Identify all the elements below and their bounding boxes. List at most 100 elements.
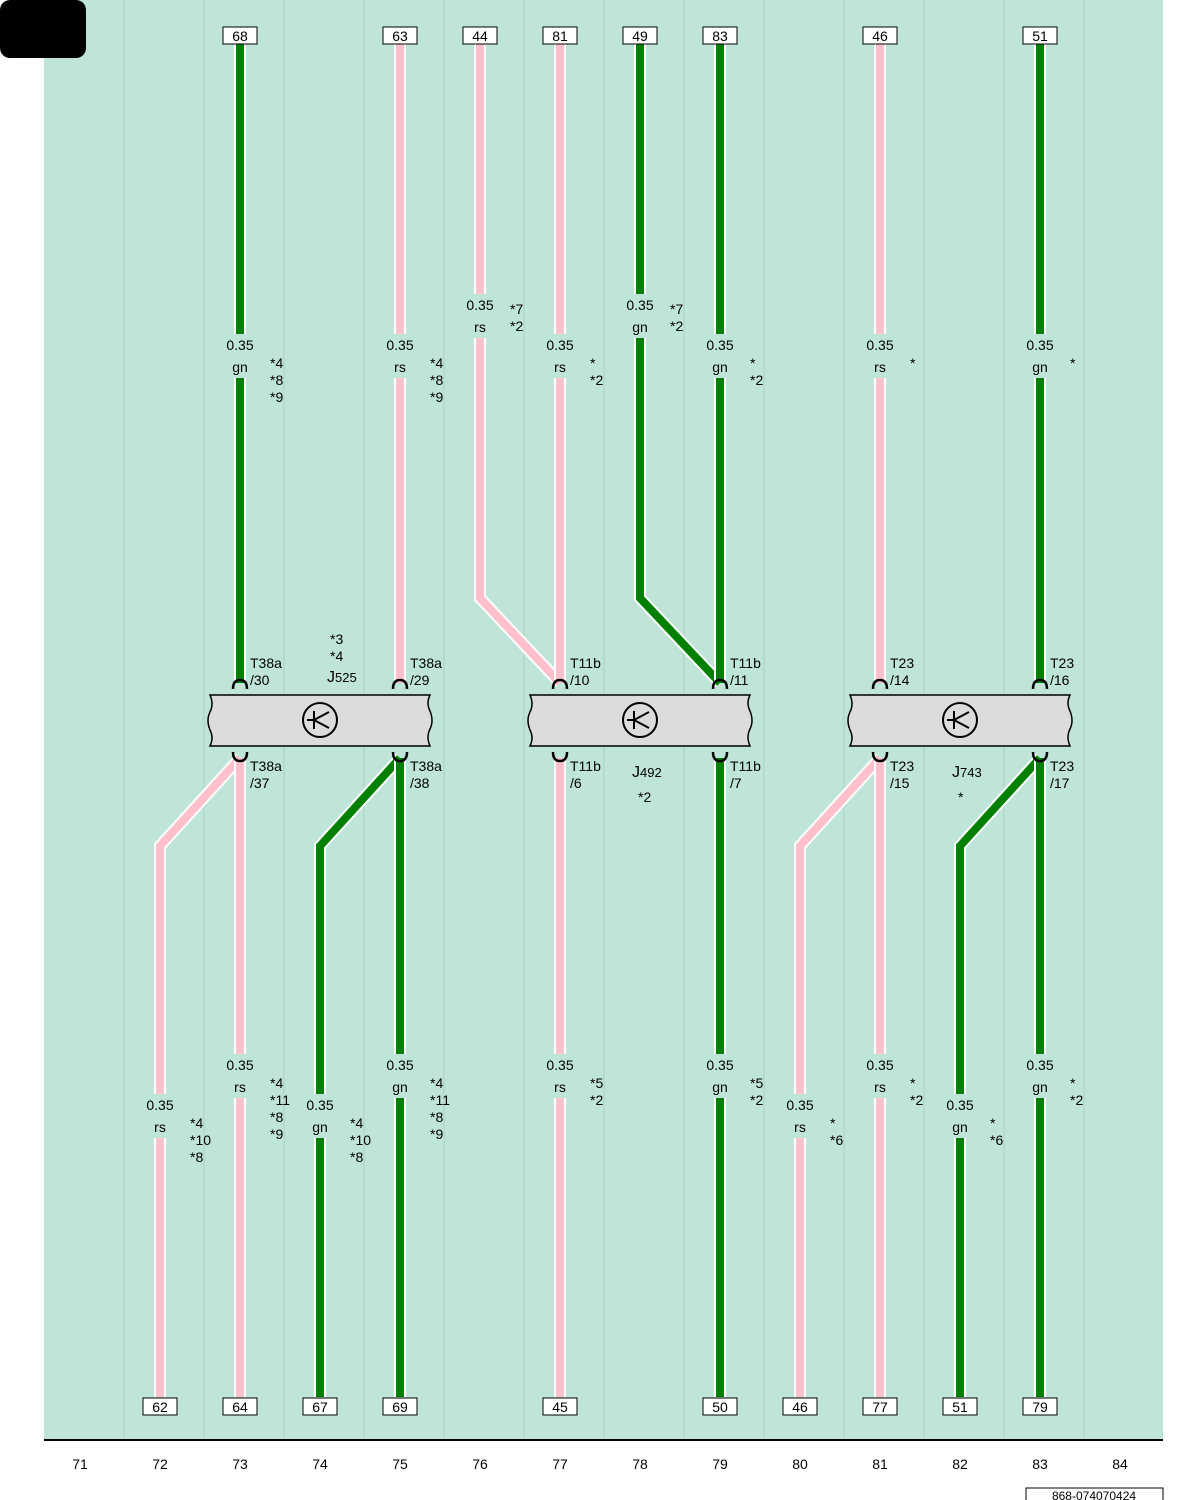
- top-ref-box: 81: [542, 26, 578, 45]
- connector-name: T11b: [570, 655, 601, 671]
- wire-label-gap: [942, 1094, 978, 1138]
- wire-size: 0.35: [146, 1097, 173, 1113]
- pin-number: /14: [890, 672, 910, 688]
- ref-number: 77: [872, 1399, 888, 1415]
- ref-box-frame: [702, 26, 738, 45]
- wire-rs: [474, 44, 565, 688]
- column-number: 74: [312, 1456, 328, 1472]
- column-number: 77: [552, 1456, 568, 1472]
- transistor-emitter: [633, 719, 650, 729]
- wire-size: 0.35: [786, 1097, 813, 1113]
- ref-box-frame: [862, 1397, 898, 1416]
- wire-label-gap: [382, 334, 418, 378]
- wire-color-code: gn: [232, 359, 248, 375]
- wire-color-code: gn: [632, 319, 648, 335]
- wire-color-code: gn: [1032, 359, 1048, 375]
- component-letter: J: [632, 764, 640, 781]
- wire-note: *8: [430, 1109, 443, 1125]
- column-number: 78: [632, 1456, 648, 1472]
- wire-rs: [154, 753, 245, 1397]
- ref-box-frame: [462, 26, 498, 45]
- wire-label-gap: [1022, 334, 1058, 378]
- wire-color-code: gn: [1032, 1079, 1048, 1095]
- wire-note: *: [830, 1115, 836, 1131]
- wire-note: *11: [430, 1092, 450, 1108]
- wire-note: *4: [270, 1075, 283, 1091]
- wire-core: [636, 44, 723, 686]
- wire-size: 0.35: [1026, 1057, 1053, 1073]
- wire-note: *8: [350, 1149, 363, 1165]
- wire-size: 0.35: [946, 1097, 973, 1113]
- wire-core: [156, 755, 243, 1397]
- ref-number: 63: [392, 28, 408, 44]
- connector-name: T23: [1050, 655, 1074, 671]
- wire-core: [956, 755, 1043, 1397]
- pin-number: /6: [570, 775, 582, 791]
- corner-tab: [0, 0, 86, 58]
- top-ref-box: 83: [702, 26, 738, 45]
- wire-color-code: gn: [392, 1079, 408, 1095]
- wire-note: *2: [750, 372, 763, 388]
- component-note: *: [958, 789, 964, 805]
- wire-color-code: rs: [554, 359, 566, 375]
- wire-size: 0.35: [386, 1057, 413, 1073]
- ref-number: 51: [952, 1399, 968, 1415]
- transistor-circle: [302, 702, 338, 738]
- pin-number: /29: [410, 672, 430, 688]
- wire-note: *5: [590, 1075, 603, 1091]
- component-number: 492: [640, 765, 662, 780]
- wire-rs: [794, 753, 885, 1397]
- pin-number: /11: [730, 672, 749, 688]
- connector-name: T11b: [730, 655, 761, 671]
- ref-box-frame: [222, 1397, 258, 1416]
- wire-color-code: gn: [312, 1119, 328, 1135]
- transistor-circle: [622, 702, 658, 738]
- bottom-ref-box: 77: [862, 1397, 898, 1416]
- ref-number: 46: [872, 28, 888, 44]
- wire-gn: [634, 44, 725, 688]
- wire-note: *8: [190, 1149, 203, 1165]
- wire-note: *4: [430, 1075, 443, 1091]
- wire-size: 0.35: [226, 337, 253, 353]
- ref-box-frame: [542, 1397, 578, 1416]
- pin-number: /37: [250, 775, 270, 791]
- transistor-emitter: [313, 719, 330, 729]
- wire-color-code: rs: [874, 1079, 886, 1095]
- bottom-ref-box: 62: [142, 1397, 178, 1416]
- component-designation: J492: [632, 764, 662, 781]
- wire-note: *2: [590, 372, 603, 388]
- wire-label-gap: [862, 334, 898, 378]
- pin-number: /17: [1050, 775, 1070, 791]
- wire-label-gap: [542, 334, 578, 378]
- ref-number: 81: [552, 28, 568, 44]
- connector-name: T23: [1050, 758, 1074, 774]
- bottom-ref-box: 50: [702, 1397, 738, 1416]
- ref-number: 62: [152, 1399, 168, 1415]
- ref-number: 64: [232, 1399, 248, 1415]
- transistor-symbol-icon: [622, 702, 658, 738]
- wire-note: *10: [190, 1132, 211, 1148]
- component-designation: J743: [952, 764, 982, 781]
- wire-label-gap: [302, 1094, 338, 1138]
- wire-note: *4: [350, 1115, 363, 1131]
- top-ref-box: 51: [1022, 26, 1058, 45]
- ref-number: 83: [712, 28, 728, 44]
- wire-color-code: rs: [794, 1119, 806, 1135]
- drawing-id-box: 868-074070424: [1025, 1487, 1164, 1500]
- connector-pin-icon: [551, 678, 569, 690]
- wire-note: *4: [430, 355, 443, 371]
- ref-box-frame: [1022, 26, 1058, 45]
- ref-box-frame: [622, 26, 658, 45]
